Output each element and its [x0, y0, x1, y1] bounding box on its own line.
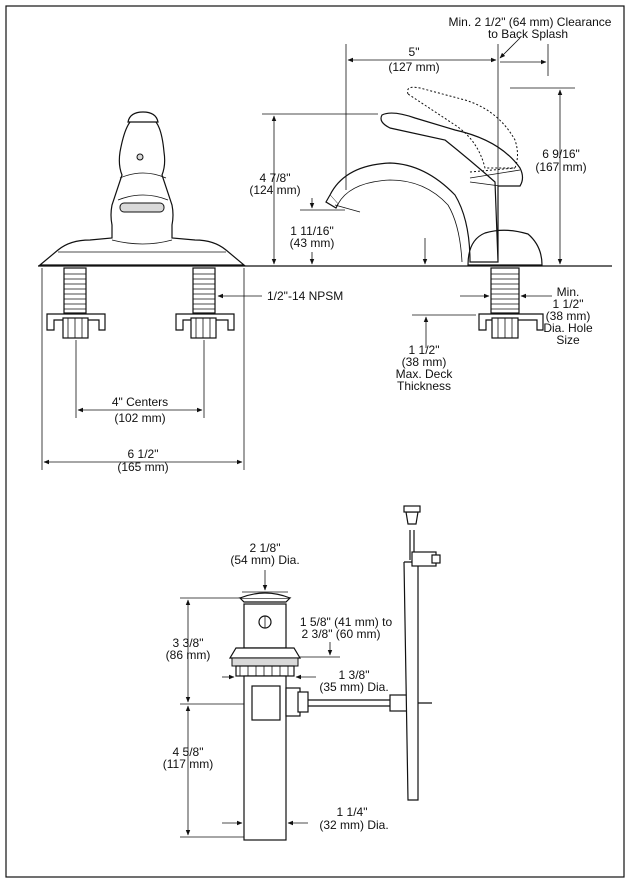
body-dia-label-in: 1 3/8" [339, 668, 370, 682]
hole-label-2: 1 1/2" [553, 297, 584, 311]
right-shank [175, 267, 235, 339]
drain-dia-label-in: 2 1/8" [250, 541, 281, 555]
hole-label-5: Size [556, 333, 580, 347]
height-label-in: 4 7/8" [260, 171, 291, 185]
side-shank [478, 267, 544, 339]
tail-height-label-mm: (117 mm) [163, 757, 213, 771]
tail-dia-label-in: 1 1/4" [337, 805, 368, 819]
drawing-frame [5, 5, 625, 878]
npsm-label: 1/2"-14 NPSM [267, 289, 343, 303]
tail-dia-label-mm: (32 mm) Dia. [319, 818, 388, 832]
deck-label-3: Max. Deck [396, 367, 454, 381]
pop-up-drain [228, 505, 441, 841]
deck-label-1: 1 1/2" [409, 343, 440, 357]
drain-height-label-mm: (86 mm) [166, 648, 211, 662]
range-label-2: 2 3/8" (60 mm) [302, 627, 381, 641]
total-height-label-in: 6 9/16" [542, 147, 580, 161]
reach-label-mm: (127 mm) [388, 60, 439, 74]
centers-label-in: 4" Centers [112, 395, 168, 409]
drain-dia-label-mm: (54 mm) Dia. [230, 553, 299, 567]
drain-height-label-in: 3 3/8" [173, 636, 204, 650]
body-dia-label-mm: (35 mm) Dia. [319, 680, 388, 694]
clearance-label-1: Min. 2 1/2" (64 mm) Clearance [449, 15, 612, 29]
hole-label-4: Dia. Hole [543, 321, 593, 335]
clearance-label-2: to Back Splash [488, 27, 568, 41]
tail-height-label-in: 4 5/8" [173, 745, 204, 759]
deck-label-2: (38 mm) [402, 355, 447, 369]
left-shank [46, 267, 106, 339]
spout-height-label-in: 1 11/16" [290, 224, 333, 238]
reach-label-in: 5" [409, 45, 420, 59]
spout-height-label-mm: (43 mm) [290, 236, 335, 250]
range-label-1: 1 5/8" (41 mm) to [300, 615, 393, 629]
faucet-side-view [325, 86, 543, 266]
deck-label-4: Thickness [397, 379, 451, 393]
hole-label-1: Min. [557, 285, 580, 299]
hole-label-3: (38 mm) [546, 309, 591, 323]
centers-label-mm: (102 mm) [114, 411, 165, 425]
total-height-label-mm: (167 mm) [535, 160, 586, 174]
height-label-mm: (124 mm) [249, 183, 300, 197]
faucet-front-view [38, 111, 246, 266]
width-label-in: 6 1/2" [128, 447, 159, 461]
width-label-mm: (165 mm) [117, 460, 168, 474]
